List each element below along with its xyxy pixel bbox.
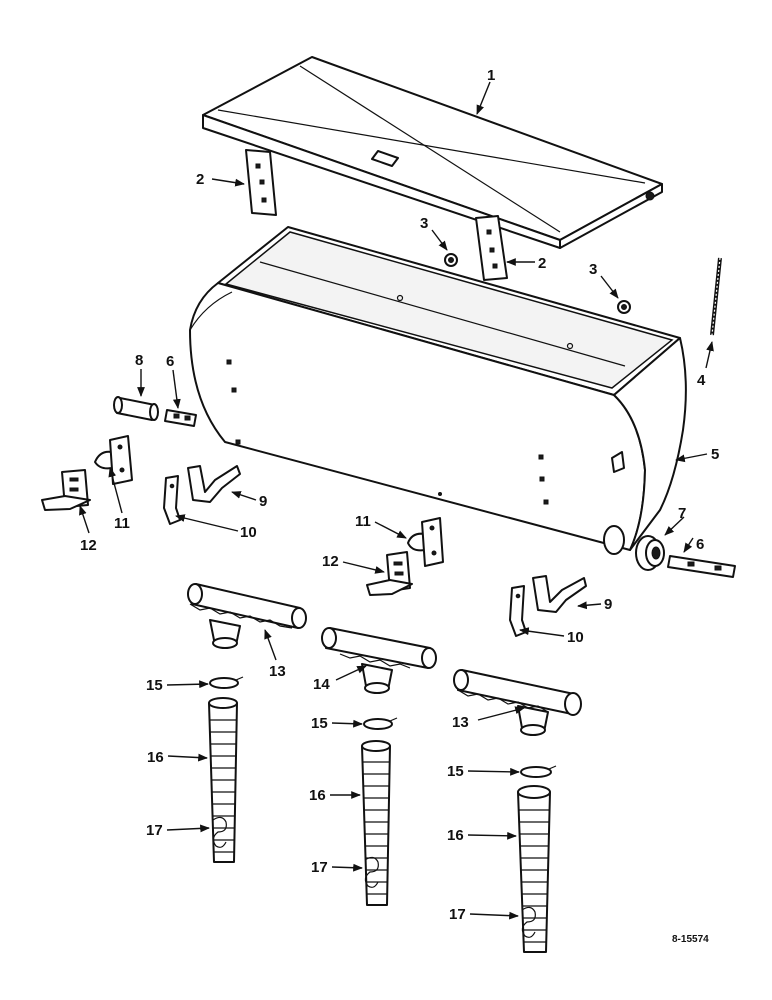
bushing-tube bbox=[113, 396, 159, 421]
callout-9-left: 9 bbox=[259, 493, 267, 510]
feed-cup-13-left bbox=[187, 583, 307, 649]
hopper-box bbox=[189, 226, 687, 555]
callout-1: 1 bbox=[487, 67, 495, 84]
leader-lines bbox=[79, 81, 714, 920]
hinge-right bbox=[475, 215, 508, 281]
callout-15-middle: 15 bbox=[311, 715, 328, 732]
callout-15-right: 15 bbox=[447, 763, 464, 780]
feed-cup-14 bbox=[321, 627, 437, 694]
spring-clip-9-left bbox=[187, 465, 241, 503]
clamp-ring-15-middle bbox=[363, 717, 398, 730]
clamp-ring-15-left bbox=[209, 676, 244, 689]
callout-9-right: 9 bbox=[604, 596, 612, 613]
nut-2 bbox=[617, 300, 631, 314]
figure-code: 8-15574 bbox=[672, 934, 709, 945]
hinge-left bbox=[245, 149, 277, 216]
hose-clip-17-left bbox=[212, 816, 227, 848]
callout-8: 8 bbox=[135, 352, 143, 369]
callout-16-right: 16 bbox=[447, 827, 464, 844]
bracket-11-right bbox=[407, 517, 444, 567]
callout-16-middle: 16 bbox=[309, 787, 326, 804]
bearing bbox=[635, 535, 665, 571]
callout-6-right: 6 bbox=[696, 536, 704, 553]
callout-15-left: 15 bbox=[146, 677, 163, 694]
shaft-left bbox=[164, 409, 197, 427]
callouts: 1 2 2 3 3 4 5 6 6 7 8 9 9 10 10 11 11 12… bbox=[80, 67, 719, 945]
callout-17-left: 17 bbox=[146, 822, 163, 839]
callout-3-left: 3 bbox=[420, 215, 428, 232]
callout-16-left: 16 bbox=[147, 749, 164, 766]
bracket-12-right bbox=[366, 551, 413, 596]
callout-4: 4 bbox=[697, 372, 706, 389]
threaded-rod bbox=[710, 257, 722, 336]
clip-10-right bbox=[509, 585, 527, 637]
callout-13-left: 13 bbox=[269, 663, 286, 680]
callout-17-right: 17 bbox=[449, 906, 466, 923]
tube-16-middle bbox=[361, 740, 391, 906]
callout-5: 5 bbox=[711, 446, 719, 463]
callout-11-right: 11 bbox=[355, 513, 371, 530]
nut-1 bbox=[444, 253, 458, 267]
callout-2-right: 2 bbox=[538, 255, 546, 272]
callout-3-right: 3 bbox=[589, 261, 597, 278]
callout-11-left: 11 bbox=[114, 515, 130, 532]
feed-cup-13-right bbox=[453, 669, 582, 736]
tube-16-left bbox=[208, 697, 238, 863]
shaft-right bbox=[667, 555, 736, 578]
callout-17-middle: 17 bbox=[311, 859, 328, 876]
hose-clip-17-right bbox=[521, 906, 536, 938]
callout-7: 7 bbox=[678, 505, 686, 522]
clamp-ring-15-right bbox=[520, 765, 557, 778]
callout-14: 14 bbox=[313, 676, 330, 693]
bracket-11-left bbox=[94, 435, 133, 485]
callout-10-left: 10 bbox=[240, 524, 257, 541]
callout-6-left: 6 bbox=[166, 353, 174, 370]
callout-12-right: 12 bbox=[322, 553, 339, 570]
callout-13-right: 13 bbox=[452, 714, 469, 731]
callout-12-left: 12 bbox=[80, 537, 97, 554]
spring-clip-9-right bbox=[532, 575, 587, 613]
callout-10-right: 10 bbox=[567, 629, 584, 646]
bracket-12-left bbox=[41, 469, 91, 511]
hose-clip-17-middle bbox=[364, 856, 379, 888]
callout-2-left: 2 bbox=[196, 171, 204, 188]
lid bbox=[202, 56, 663, 249]
